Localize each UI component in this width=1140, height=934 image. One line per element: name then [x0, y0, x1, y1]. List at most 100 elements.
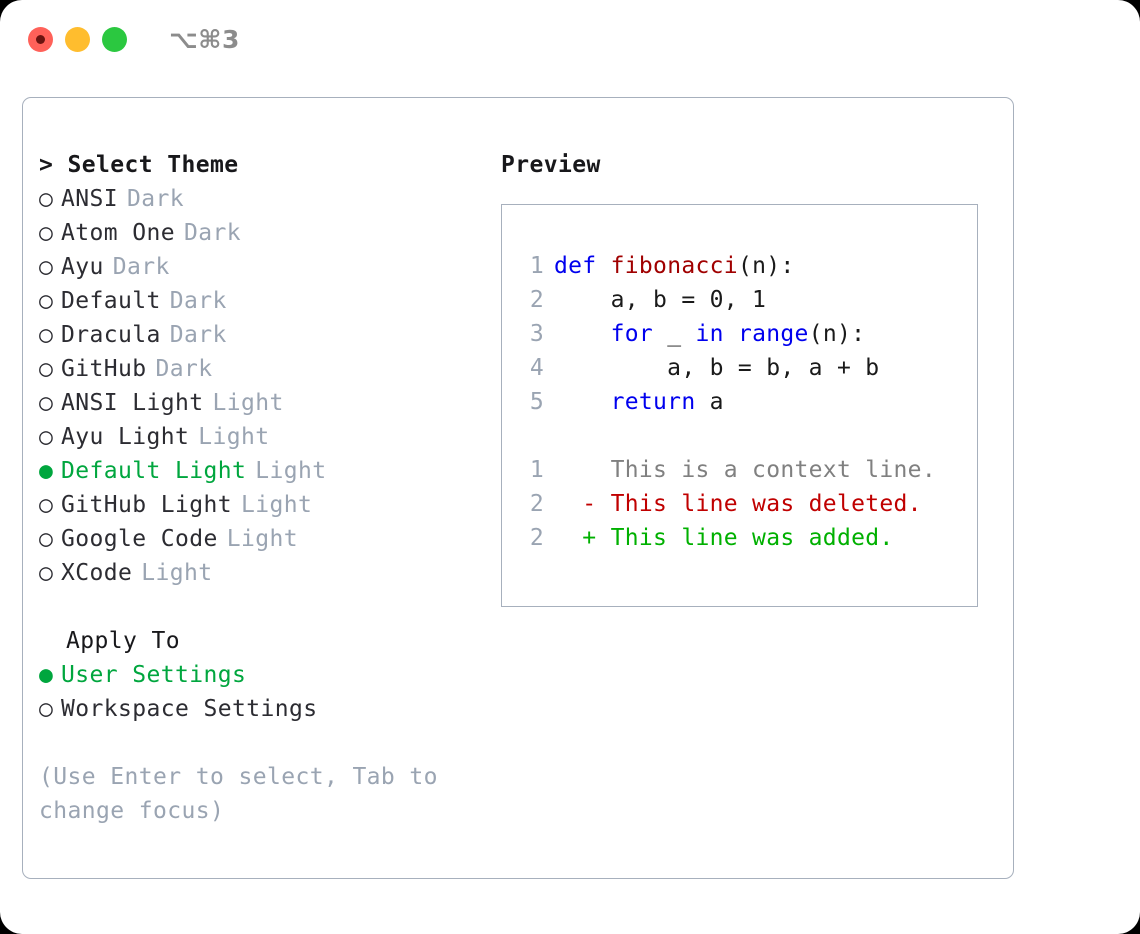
theme-option-google-code[interactable]: ○ Google Code Light: [39, 522, 479, 556]
theme-option-github[interactable]: ○ GitHub Dark: [39, 352, 479, 386]
keyboard-hint-text: (Use Enter to select, Tab to change focu…: [39, 764, 438, 824]
code-token: return: [610, 389, 696, 415]
theme-option-label: Ayu: [61, 254, 104, 280]
radio-unselected-icon: ○: [39, 220, 54, 246]
traffic-light-group: [28, 26, 127, 52]
code-line: 1 def fibonacci(n):: [520, 249, 936, 283]
code-line: 4 a, b = b, a + b: [520, 351, 936, 385]
apply-to-header: Apply To: [66, 628, 180, 654]
diff-line-text: - This line was deleted.: [554, 491, 922, 517]
theme-option-variant: Dark: [112, 254, 170, 280]
code-line: 2 a, b = 0, 1: [520, 283, 936, 317]
line-number: 4: [529, 355, 544, 381]
diff-line-text: This is a context line.: [554, 457, 936, 483]
diff-line-ctx: 1 This is a context line.: [520, 453, 936, 487]
code-token: for: [610, 321, 654, 347]
theme-option-label: Google Code: [61, 526, 218, 552]
code-token: a, b = b, a + b: [554, 355, 880, 381]
code-token: (n):: [808, 321, 866, 347]
theme-option-variant: Dark: [169, 288, 227, 314]
radio-unselected-icon: ○: [39, 288, 54, 314]
code-token: range: [737, 321, 809, 347]
radio-unselected-icon: ○: [39, 424, 54, 450]
theme-option-default[interactable]: ○ Default Dark: [39, 284, 479, 318]
theme-option-ayu-light[interactable]: ○ Ayu Light Light: [39, 420, 479, 454]
theme-option-variant: Dark: [155, 356, 213, 382]
theme-option-variant: Light: [212, 390, 284, 416]
apply-to-option-label: Workspace Settings: [61, 696, 318, 722]
maximize-window-button[interactable]: [102, 26, 127, 52]
diff-line-add: 2 + This line was added.: [520, 521, 936, 555]
theme-option-label: Default: [61, 288, 161, 314]
apply-to-option-user-settings[interactable]: ● User Settings: [39, 658, 479, 692]
line-number: 2: [529, 491, 544, 517]
theme-option-label: ANSI: [61, 186, 118, 212]
line-number: 2: [529, 287, 544, 313]
code-blank-line: [520, 419, 936, 453]
diff-line-text: + This line was added.: [554, 525, 894, 551]
theme-option-variant: Dark: [183, 220, 241, 246]
close-icon: [36, 34, 45, 44]
theme-picker-header: > Select Theme: [39, 152, 239, 178]
theme-option-label: Atom One: [61, 220, 175, 246]
code-token: fibonacci: [610, 253, 738, 279]
theme-option-variant: Light: [226, 526, 298, 552]
theme-option-label: Dracula: [61, 322, 161, 348]
code-line: 5 return a: [520, 385, 936, 419]
theme-option-label: GitHub Light: [61, 492, 232, 518]
line-number: 2: [529, 525, 544, 551]
section-spacer: [39, 590, 479, 624]
theme-option-variant: Light: [240, 492, 313, 518]
radio-unselected-icon: ○: [39, 696, 54, 722]
apply-to-option-label: User Settings: [61, 662, 247, 688]
line-number: 3: [529, 321, 544, 347]
radio-unselected-icon: ○: [39, 492, 54, 518]
theme-option-ayu[interactable]: ○ Ayu Dark: [39, 250, 479, 284]
line-number: 1: [529, 457, 544, 483]
apply-to-option-workspace-settings[interactable]: ○ Workspace Settings: [39, 692, 479, 726]
theme-option-default-light[interactable]: ● Default Light Light: [39, 454, 479, 488]
radio-unselected-icon: ○: [39, 254, 54, 280]
code-token: [554, 389, 611, 415]
keyboard-shortcut-label: ⌥⌘3: [169, 24, 240, 54]
radio-unselected-icon: ○: [39, 356, 54, 382]
theme-option-label: XCode: [61, 560, 133, 586]
code-token: def: [554, 253, 597, 279]
code-line: 3 for _ in range(n):: [520, 317, 936, 351]
theme-option-atom-one[interactable]: ○ Atom One Dark: [39, 216, 479, 250]
code-token: a, b = 0, 1: [554, 287, 767, 313]
apply-to-option-list: ● User Settings ○ Workspace Settings: [39, 658, 479, 726]
code-token: in: [695, 321, 724, 347]
radio-selected-icon: ●: [39, 662, 54, 688]
theme-option-github-light[interactable]: ○ GitHub Light Light: [39, 488, 479, 522]
radio-unselected-icon: ○: [39, 322, 54, 348]
theme-option-label: Default Light: [61, 458, 247, 484]
theme-option-xcode[interactable]: ○ XCode Light: [39, 556, 479, 590]
minimize-window-button[interactable]: [65, 26, 90, 52]
radio-selected-icon: ●: [39, 458, 54, 484]
theme-option-label: ANSI Light: [61, 390, 204, 416]
code-token: (n):: [737, 253, 795, 279]
theme-option-label: GitHub: [61, 356, 147, 382]
code-token: _: [653, 321, 696, 347]
line-number: 1: [529, 253, 544, 279]
radio-unselected-icon: ○: [39, 560, 54, 586]
theme-option-variant: Light: [141, 560, 213, 586]
theme-option-variant: Light: [198, 424, 270, 450]
close-window-button[interactable]: [28, 26, 53, 52]
theme-option-label: Ayu Light: [61, 424, 190, 450]
radio-unselected-icon: ○: [39, 526, 54, 552]
diff-line-del: 2 - This line was deleted.: [520, 487, 936, 521]
title-bar: ⌥⌘3: [0, 0, 1140, 78]
theme-option-variant: Light: [255, 458, 327, 484]
